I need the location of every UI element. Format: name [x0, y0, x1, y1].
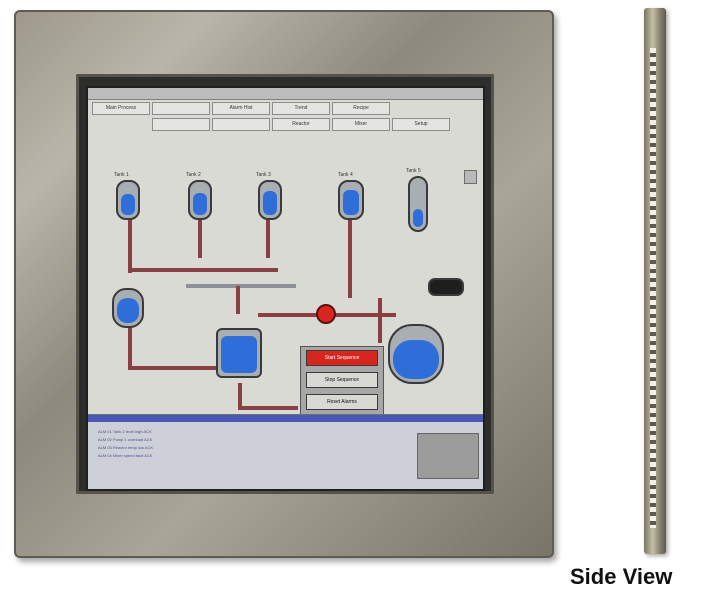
tank-5[interactable] [408, 176, 428, 232]
pump-icon[interactable] [316, 304, 336, 324]
pipe-segment [378, 298, 382, 343]
tank-1-level [121, 194, 135, 215]
tank-3[interactable] [258, 180, 282, 220]
pipe-segment [128, 320, 132, 370]
tank-1-label: Tank 1 [114, 172, 129, 178]
hmi-tab[interactable]: Reactor [272, 118, 330, 131]
pipe-segment [128, 366, 220, 370]
reactor-vessel-level [393, 339, 439, 379]
hmi-tab[interactable]: Main Process [92, 102, 150, 115]
hmi-tab[interactable]: Setup [392, 118, 450, 131]
touch-screen-display[interactable]: Main Process Alarm Hist Trend Recipe Rea… [86, 86, 485, 491]
pipe-segment [236, 286, 240, 314]
log-line: ALM 04 Mixer speed fault ACK [98, 453, 153, 458]
alarm-log-panel: ALM 01 Tank 2 level high ACK ALM 02 Pump… [88, 414, 483, 489]
side-view-label: Side View [570, 564, 673, 589]
pipe-segment [238, 406, 298, 410]
tank-3-label: Tank 3 [256, 172, 271, 178]
pipe-segment [348, 313, 396, 317]
pump-motor-icon[interactable] [428, 278, 464, 296]
pipe-segment [238, 383, 242, 409]
reset-alarms-button[interactable]: Reset Alarms [306, 394, 378, 410]
tank-1[interactable] [116, 180, 140, 220]
tank-5-level [413, 208, 423, 227]
start-sequence-button[interactable]: Start Sequence [306, 350, 378, 366]
pipe-segment [128, 268, 278, 272]
hmi-tab[interactable]: Trend [272, 102, 330, 115]
pipe-segment [266, 213, 270, 258]
mixer-vessel[interactable] [216, 328, 262, 378]
hmi-tab[interactable] [152, 102, 210, 115]
tank-4[interactable] [338, 180, 364, 220]
pipe-segment [198, 213, 202, 258]
log-line: ALM 02 Pump 1 overload ACK [98, 437, 153, 442]
alarm-log-header [88, 415, 483, 422]
hmi-tab[interactable]: Mixer [332, 118, 390, 131]
log-status-panel [417, 433, 479, 479]
stop-sequence-button[interactable]: Stop Sequence [306, 372, 378, 388]
mixer-vessel-level [221, 336, 257, 373]
tank-3-level [263, 191, 277, 215]
storage-vessel[interactable] [112, 288, 144, 328]
side-panel [644, 8, 666, 554]
hmi-tab[interactable] [152, 118, 210, 131]
tank-4-label: Tank 4 [338, 172, 353, 178]
hmi-tab-row-top: Main Process Alarm Hist Trend Recipe [92, 102, 390, 115]
hmi-tab[interactable]: Alarm Hist [212, 102, 270, 115]
pipe-segment [348, 213, 352, 298]
pipe-segment [128, 213, 132, 273]
tank-2-level [193, 192, 207, 215]
hmi-title-bar [88, 88, 483, 100]
pipe-segment [186, 284, 296, 288]
tank-2-label: Tank 2 [186, 172, 201, 178]
hmi-tab[interactable]: Recipe [332, 102, 390, 115]
pipe-segment [258, 313, 348, 317]
hmi-tab-row-bottom: Reactor Mixer Setup [152, 118, 450, 131]
monitor-side-view [636, 8, 676, 554]
tank-5-label: Tank 5 [406, 168, 421, 174]
storage-vessel-level [117, 297, 139, 323]
screen-scroll-button[interactable] [464, 170, 477, 184]
tank-2[interactable] [188, 180, 212, 220]
reactor-vessel[interactable] [388, 324, 444, 384]
log-line: ALM 01 Tank 2 level high ACK [98, 429, 152, 434]
hmi-tab[interactable] [212, 118, 270, 131]
tank-4-level [343, 189, 359, 215]
log-line: ALM 03 Reactor temp low ACK [98, 445, 154, 450]
